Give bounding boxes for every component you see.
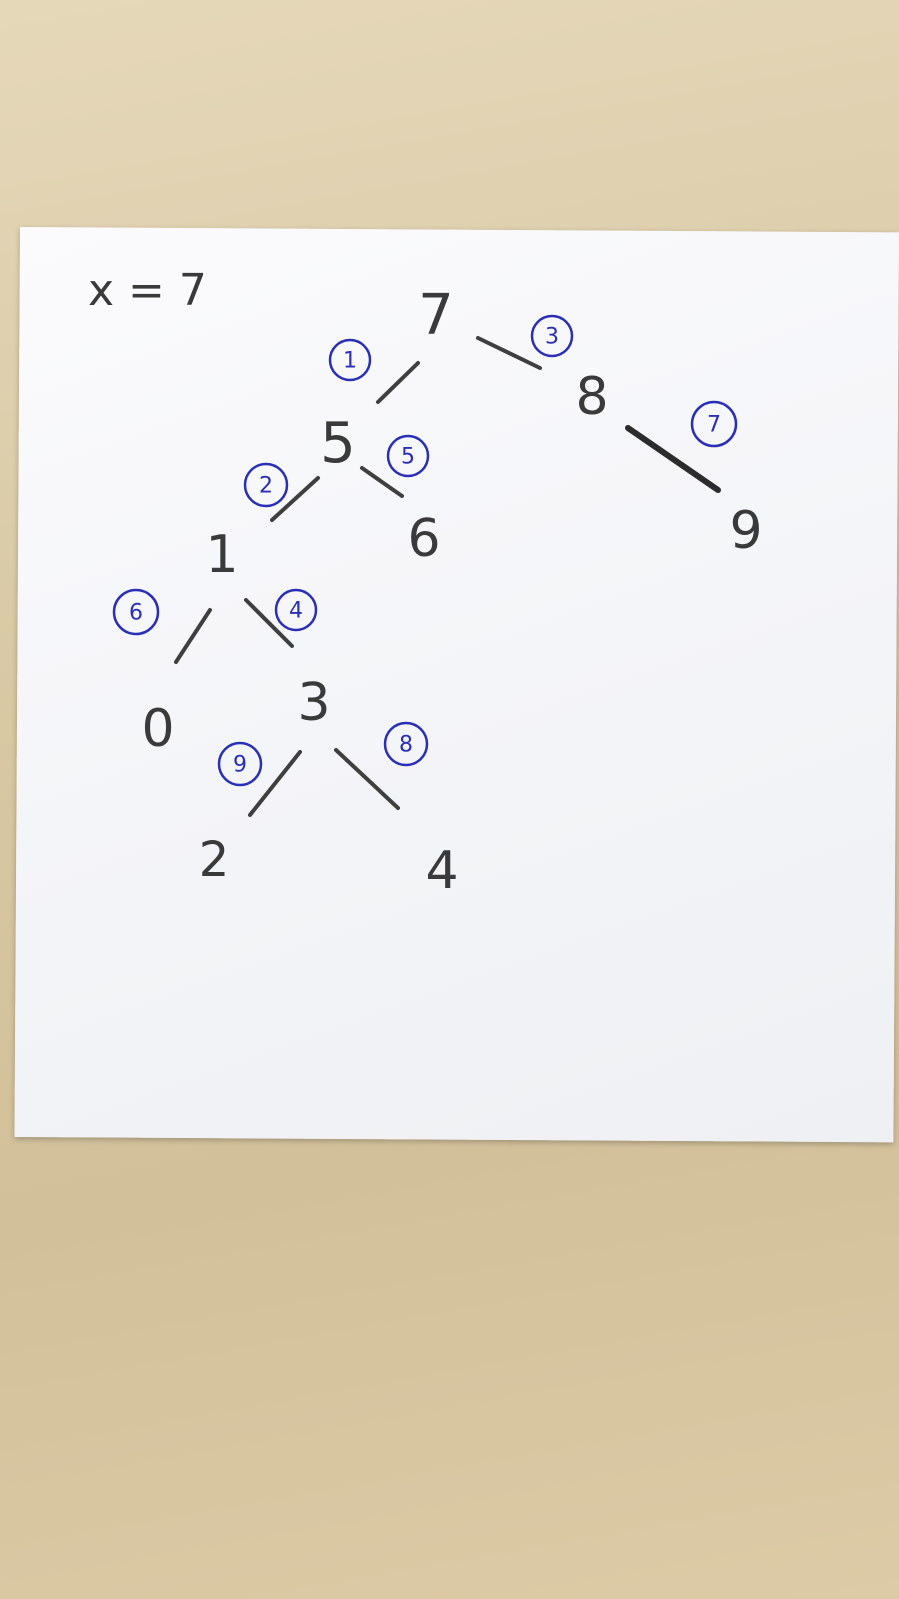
order-marker-3: 3 — [530, 314, 574, 358]
node-7: 7 — [418, 283, 454, 348]
edge-1-0 — [174, 608, 212, 664]
edge-3-4 — [334, 748, 400, 810]
svg-text:4: 4 — [289, 599, 303, 624]
order-marker-9: 9 — [217, 741, 263, 787]
edge-5-6 — [360, 466, 404, 498]
svg-text:9: 9 — [233, 753, 247, 778]
node-1: 1 — [205, 525, 238, 585]
node-0: 0 — [141, 699, 174, 759]
svg-text:1: 1 — [343, 349, 357, 374]
svg-text:5: 5 — [401, 445, 415, 470]
node-9: 9 — [729, 501, 762, 561]
svg-text:7: 7 — [707, 413, 721, 438]
node-5: 5 — [320, 411, 356, 476]
svg-text:3: 3 — [545, 325, 559, 350]
node-2: 2 — [199, 832, 230, 888]
order-marker-2: 2 — [243, 462, 289, 508]
order-marker-6: 6 — [112, 588, 160, 636]
node-8: 8 — [575, 367, 608, 427]
edge-7-5 — [376, 361, 420, 404]
edge-1-3 — [244, 598, 294, 648]
svg-text:2: 2 — [259, 474, 273, 499]
edge-8-9 — [625, 425, 721, 493]
svg-text:8: 8 — [399, 733, 413, 758]
edge-7-8 — [476, 336, 542, 370]
order-marker-8: 8 — [383, 721, 429, 767]
svg-text:6: 6 — [129, 601, 143, 626]
condition-label: x = 7 — [88, 265, 207, 316]
order-marker-7: 7 — [690, 400, 738, 448]
order-marker-5: 5 — [386, 434, 430, 478]
edge-3-2 — [248, 750, 302, 817]
edge-5-1 — [270, 476, 320, 522]
node-3: 3 — [297, 673, 330, 733]
order-marker-1: 1 — [328, 338, 372, 382]
order-marker-4: 4 — [274, 588, 318, 632]
node-6: 6 — [407, 509, 440, 569]
node-4: 4 — [425, 841, 458, 901]
